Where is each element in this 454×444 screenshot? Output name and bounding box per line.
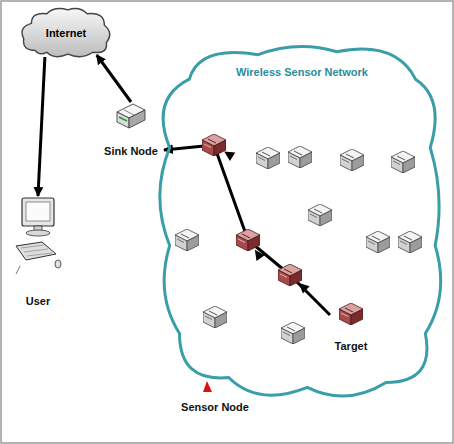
user-computer: User	[8, 196, 68, 308]
device-icon	[115, 102, 147, 130]
node-label: Sink Node	[104, 145, 158, 158]
pointer-mark	[203, 381, 212, 392]
node-label: Internet	[46, 27, 86, 40]
arrow-connector	[97, 55, 131, 102]
arrow-connector	[38, 57, 45, 196]
target-sensor: Target	[330, 303, 372, 353]
idle-sensors	[175, 146, 422, 344]
network-cloud: Wireless Sensor NetworkTargetSensor Node	[150, 40, 445, 402]
node-label: Sensor Node	[181, 401, 249, 414]
node-label: Target	[335, 340, 368, 353]
device-icon	[203, 306, 227, 328]
arrow-connector	[164, 145, 330, 315]
device-icon	[12, 196, 64, 276]
device-icon	[339, 303, 363, 325]
sink-node: Sink Node	[98, 102, 164, 158]
region-title: Wireless Sensor Network	[236, 66, 368, 79]
relay-sensor	[236, 229, 260, 251]
sensor-node: Sensor Node	[178, 306, 252, 414]
relay-sensor	[278, 264, 302, 286]
network-outline	[150, 40, 445, 402]
node-label: User	[26, 295, 50, 308]
relay-sensor	[202, 134, 226, 156]
internet-cloud: Internet	[18, 6, 114, 60]
